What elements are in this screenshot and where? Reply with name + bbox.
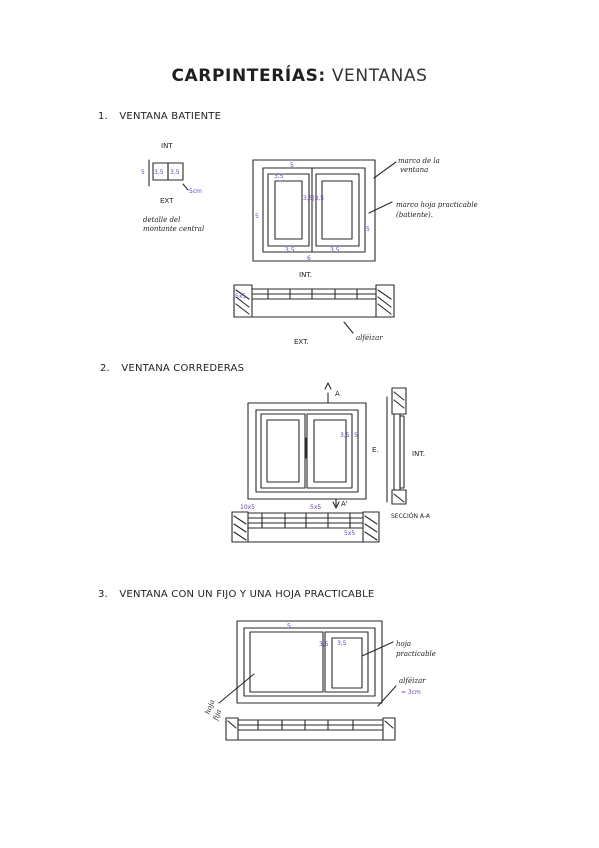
note-sill: alféizar bbox=[356, 334, 383, 342]
page-title: CARPINTERÍAS: VENTANAS bbox=[0, 66, 599, 86]
section-heading-1: 1. VENTANA BATIENTE bbox=[98, 111, 221, 122]
label-int: INT. bbox=[412, 450, 425, 458]
section-aa-label: SECCIÓN A-A bbox=[391, 513, 431, 520]
note-sash: (batiente). bbox=[396, 211, 433, 219]
section-number: 1. bbox=[98, 111, 108, 122]
fixed-casement-elevation: 5 3,5 3,5 hoja practicable alféizar ≈ 3c… bbox=[204, 620, 436, 722]
note-sill: alféizar bbox=[399, 677, 426, 685]
dim-label: 6 bbox=[307, 255, 311, 262]
section-label: VENTANA BATIENTE bbox=[119, 111, 222, 122]
detail-int-label: INT bbox=[161, 142, 173, 150]
section-label: VENTANA CORREDERAS bbox=[121, 363, 245, 374]
dim-label: 5 bbox=[287, 623, 291, 630]
label-e: E. bbox=[372, 446, 379, 454]
dim-label: 3,5 bbox=[319, 641, 329, 648]
casement-window-elevation: 5 5 3,5 3,5|3,5 5 3,5 3,5 6 marco de la … bbox=[252, 157, 478, 262]
section-mark: A' bbox=[341, 500, 348, 508]
section-heading-2: 2. VENTANA CORREDERAS bbox=[100, 363, 244, 374]
plan-dim: 5x5 bbox=[344, 530, 355, 537]
dim-label: 5 bbox=[354, 432, 358, 439]
section-label: VENTANA CON UN FIJO Y UNA HOJA PRACTICAB… bbox=[119, 589, 375, 600]
detail-dim: 5cm bbox=[189, 188, 202, 195]
dim-label: 3,5 bbox=[340, 432, 350, 439]
note-sash: practicable bbox=[396, 650, 436, 658]
note-sash: marco hoja practicable bbox=[396, 201, 478, 209]
sliding-window-plan: 10x5 5x5 5x5 bbox=[231, 504, 380, 543]
fixed-casement-plan bbox=[225, 717, 396, 741]
casement-window-plan: INT. 5x5 EXT. alféizar bbox=[233, 271, 395, 346]
detail-dim: 5 bbox=[141, 169, 145, 176]
note-frame: marco de la bbox=[398, 157, 440, 165]
detail-dim: 3,5 bbox=[170, 169, 180, 176]
note-frame: ventana bbox=[400, 166, 428, 174]
sliding-window-elevation: A A' 3,5 5 E. bbox=[247, 382, 379, 509]
section-heading-3: 3. VENTANA CON UN FIJO Y UNA HOJA PRACTI… bbox=[98, 589, 374, 600]
note-fixed: fija bbox=[211, 708, 223, 722]
detail-caption: detalle del bbox=[143, 216, 180, 224]
page-title-subject: VENTANAS bbox=[331, 66, 428, 86]
dim-label: 3,5 bbox=[285, 247, 295, 254]
plan-dim: 5x5 bbox=[235, 293, 246, 300]
detail-ext-label: EXT bbox=[160, 197, 174, 205]
plan-dim: 5x5 bbox=[310, 504, 321, 511]
dim-label: 3,5 bbox=[337, 640, 347, 647]
dim-label: 5 bbox=[366, 226, 370, 233]
dim-label: 5 bbox=[255, 213, 259, 220]
page-title-prefix: CARPINTERÍAS: bbox=[171, 66, 326, 86]
detail-caption: montante central bbox=[143, 225, 204, 233]
dim-label: 5 bbox=[290, 162, 294, 169]
plan-ext-label: EXT. bbox=[294, 338, 309, 346]
note-sill: ≈ 3cm bbox=[401, 689, 421, 696]
plan-int-label: INT. bbox=[299, 271, 312, 279]
note-sash: hoja bbox=[396, 640, 411, 648]
section-mark: A bbox=[335, 390, 340, 398]
dim-label: 3,5 bbox=[274, 173, 284, 180]
section-number: 3. bbox=[98, 589, 108, 600]
sliding-window-section: INT. SECCIÓN A-A bbox=[386, 387, 431, 520]
section-number: 2. bbox=[100, 363, 110, 374]
mullion-detail-sketch: INT EXT 3,5 3,5 5 5cm detalle del montan… bbox=[141, 142, 204, 233]
plan-dim: 10x5 bbox=[240, 504, 255, 511]
detail-dim: 3,5 bbox=[154, 169, 164, 176]
dim-label: 3,5|3,5 bbox=[303, 195, 324, 202]
dim-label: 3,5 bbox=[330, 247, 340, 254]
